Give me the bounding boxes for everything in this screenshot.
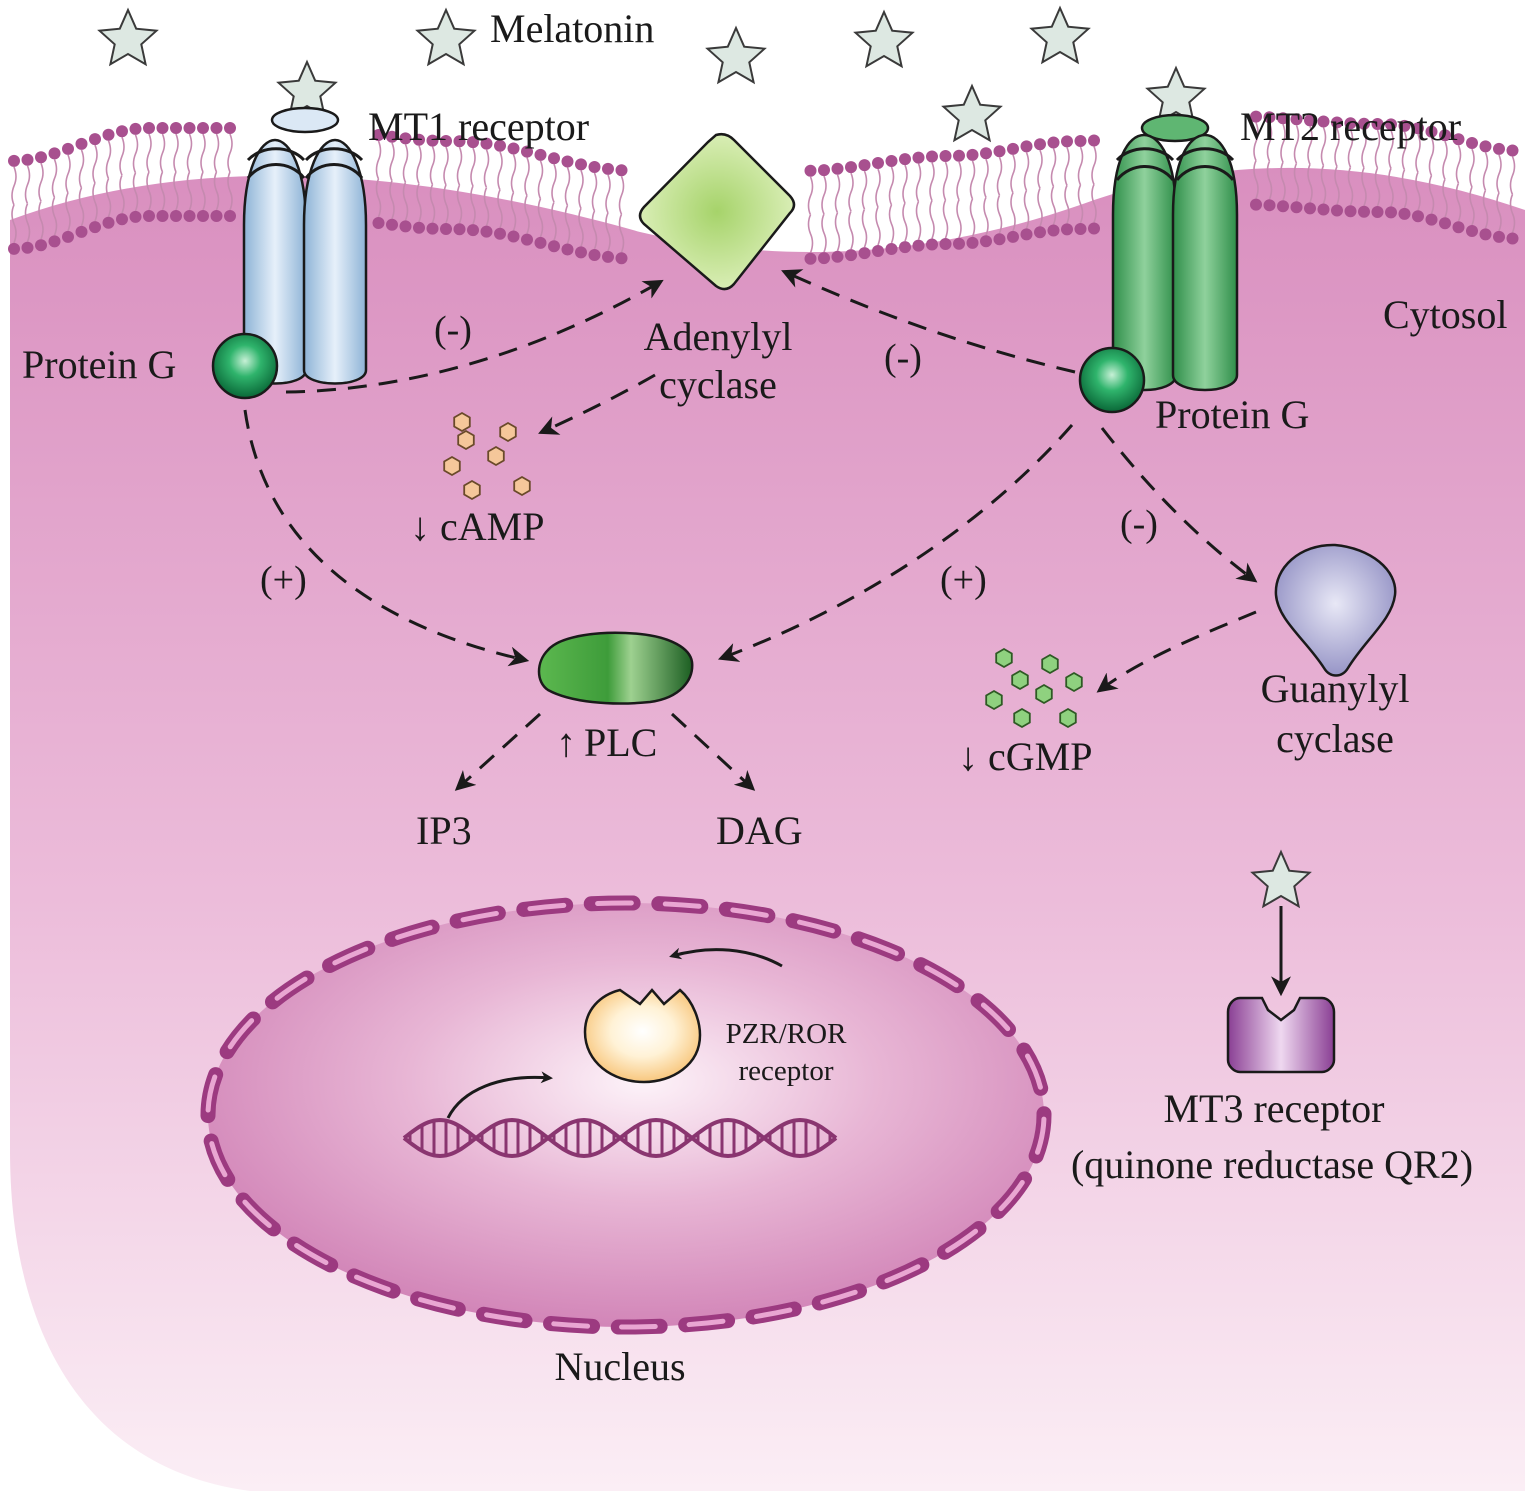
dag-label: DAG (716, 808, 803, 853)
mt2-receptor-label: MT2 receptor (1240, 104, 1461, 149)
arrow-mt1-to-adenylyl-cyclase (285, 279, 664, 394)
camp-molecule (453, 411, 471, 433)
adenylyl-cyclase-label-line1: Adenylyl (644, 314, 793, 359)
arrow-mt2-to-adenylyl-cyclase (781, 269, 1076, 374)
melatonin-star-icon (853, 9, 915, 69)
camp-molecule (513, 475, 531, 497)
cgmp-molecule (995, 647, 1013, 669)
protein-g-right-label: Protein G (1155, 392, 1309, 437)
cgmp-molecule (1041, 653, 1059, 675)
melatonin-star-icon (97, 7, 159, 67)
mt3-receptor (1226, 996, 1336, 1074)
melatonin-star-icon (941, 83, 1003, 143)
cgmp-molecule (1011, 669, 1029, 691)
pzr-ror-label-line1: PZR/ROR (726, 1018, 848, 1050)
protein-g-right (1078, 346, 1146, 414)
guanylyl-cyclase-label-line1: Guanylyl (1261, 666, 1410, 711)
camp-molecules (443, 411, 531, 501)
protein-g-left-label: Protein G (22, 342, 176, 387)
camp-molecule (463, 479, 481, 501)
cgmp-down-arrow: ↓ (958, 734, 978, 779)
adenylyl-cyclase-label-line2: cyclase (659, 362, 777, 407)
arrow-plc-to-ip3 (454, 712, 542, 791)
adenylyl-cyclase (638, 132, 796, 291)
nucleus (200, 895, 1052, 1335)
guanylyl-cyclase-label-line2: cyclase (1276, 716, 1394, 761)
cgmp-molecule (985, 689, 1003, 711)
cgmp-molecules (985, 647, 1083, 729)
arrow-mt2-to-guanylyl-cyclase (1100, 427, 1258, 583)
camp-molecule (457, 429, 475, 451)
arrow-guanylyl-cyclase-to-cgmp (1096, 610, 1257, 693)
plc-label: PLC (584, 720, 657, 765)
cgmp-molecule (1065, 671, 1083, 693)
sign-mt2-to-gc: (-) (1120, 503, 1158, 545)
arrow-plc-to-dag (670, 712, 756, 791)
dna-double-helix (402, 1117, 838, 1159)
melatonin-star-icon (705, 25, 767, 85)
sign-mt1-to-plc: (+) (260, 559, 307, 601)
arrow-dna-to-receptor (446, 1071, 553, 1119)
arrow-melatonin-to-pzr (669, 947, 783, 968)
cgmp-molecule (1059, 707, 1077, 729)
camp-molecule (443, 455, 461, 477)
sign-mt2-to-plc: (+) (940, 559, 987, 601)
cgmp-molecule (1013, 707, 1031, 729)
melatonin-star-icon (276, 59, 338, 119)
camp-down-arrow: ↓ (410, 504, 430, 549)
ip3-label: IP3 (416, 808, 472, 853)
pzr-ror-receptor (583, 988, 702, 1084)
plc-up-arrow: ↑ (556, 720, 576, 765)
signaling-arrows (243, 269, 1258, 791)
arrow-mt1-to-plc (243, 409, 530, 667)
mt3-receptor-label-line2: (quinone reductase QR2) (1071, 1142, 1473, 1187)
cytosol-label: Cytosol (1383, 292, 1507, 337)
camp-molecule (499, 421, 517, 443)
mt1-receptor (242, 106, 368, 385)
cgmp-label: cGMP (988, 734, 1092, 779)
arrow-adenylyl-cyclase-to-camp (538, 373, 656, 435)
melatonin-star-icon (415, 7, 477, 67)
mt3-receptor-label-line1: MT3 receptor (1163, 1086, 1384, 1131)
melatonin-star-icon (1250, 849, 1312, 909)
protein-g-left (211, 332, 279, 400)
melatonin-star-icon (1029, 5, 1091, 65)
mt2-receptor (1111, 113, 1239, 392)
camp-molecule (487, 445, 505, 467)
sign-mt1-to-ac: (-) (434, 309, 472, 351)
plasma-membrane (8, 110, 1519, 265)
camp-label: cAMP (440, 504, 544, 549)
plc-enzyme (537, 631, 694, 705)
mt1-receptor-label: MT1 receptor (368, 104, 589, 149)
guanylyl-cyclase (1274, 543, 1397, 677)
pzr-ror-label-line2: receptor (739, 1055, 834, 1087)
melatonin-star-icon (1145, 65, 1207, 125)
nucleus-label: Nucleus (554, 1344, 685, 1389)
melatonin-label: Melatonin (490, 6, 654, 51)
sign-mt2-to-ac: (-) (884, 337, 922, 379)
cgmp-molecule (1035, 683, 1053, 705)
